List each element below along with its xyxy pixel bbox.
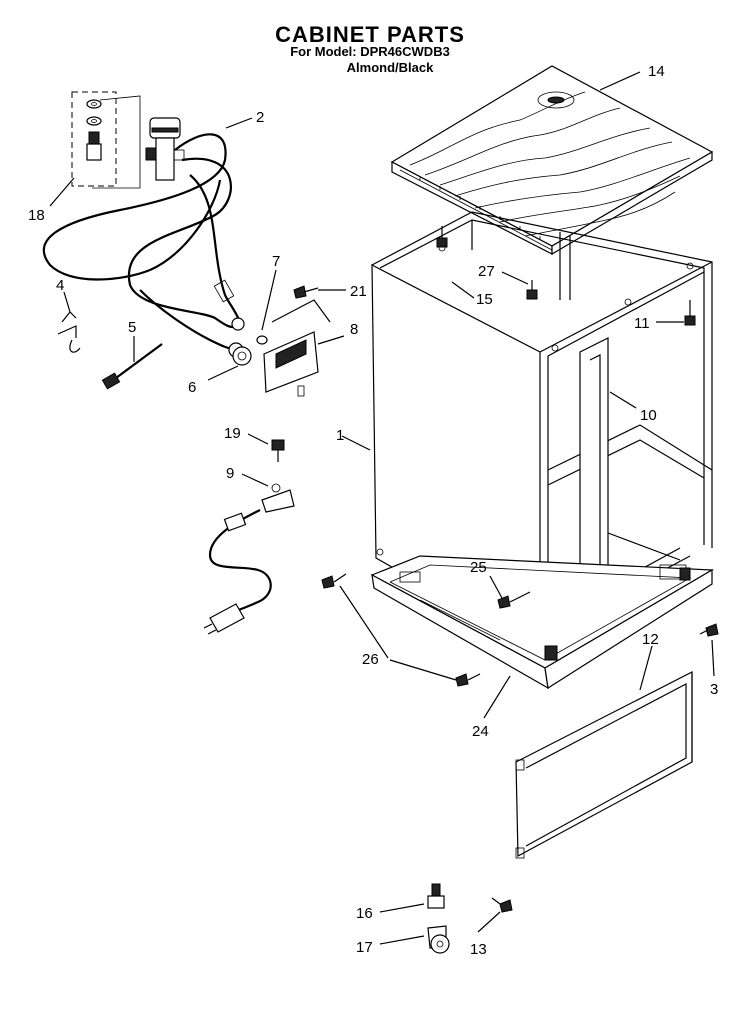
callout-21: 21 — [350, 283, 367, 300]
callout-12: 12 — [642, 631, 659, 648]
callout-14: 14 — [648, 63, 665, 80]
fill-hose-part — [42, 117, 245, 358]
cable-tie-part — [101, 343, 163, 390]
callout-27: 27 — [478, 263, 495, 280]
callout-4: 4 — [56, 277, 64, 294]
diagram-title: CABINET PARTS — [275, 22, 465, 47]
color-variant: Almond/Black — [346, 60, 434, 75]
callout-26: 26 — [362, 651, 379, 668]
nut-part — [232, 346, 252, 366]
clip-part — [57, 311, 81, 353]
fitting-kit-part — [71, 91, 141, 189]
screw-part — [271, 226, 719, 913]
callout-11: 11 — [634, 315, 650, 332]
callout-16: 16 — [356, 905, 373, 922]
base-part — [370, 555, 715, 690]
washer-part — [256, 335, 268, 345]
callout-3: 3 — [710, 681, 718, 698]
callout-8: 8 — [350, 321, 358, 338]
callout-7: 7 — [272, 253, 280, 270]
callout-13: 13 — [470, 941, 487, 958]
callout-18: 18 — [28, 207, 45, 224]
callout-labels: 1 2 3 4 5 6 7 8 9 10 11 12 13 14 15 16 1… — [28, 63, 718, 958]
callout-9: 9 — [226, 465, 234, 482]
callout-24: 24 — [472, 723, 489, 740]
leader-lines — [49, 71, 715, 945]
callout-1: 1 — [336, 427, 344, 444]
toe-panel-part — [515, 671, 693, 859]
callout-19: 19 — [224, 425, 241, 442]
callout-17: 17 — [356, 939, 373, 956]
callout-5: 5 — [128, 319, 136, 336]
power-cord-part — [203, 483, 295, 635]
model-number: For Model: DPR46CWDB3 — [290, 44, 450, 59]
countertop-part — [390, 65, 714, 256]
callout-25: 25 — [470, 559, 487, 576]
callout-6: 6 — [188, 379, 196, 396]
callout-10: 10 — [640, 407, 657, 424]
caster-stem-part — [427, 883, 445, 909]
callout-15: 15 — [476, 291, 493, 308]
callout-2: 2 — [256, 109, 264, 126]
caster-wheel-part — [427, 925, 450, 954]
mounting-panel-part — [263, 299, 331, 397]
cabinet-frame-part — [371, 211, 713, 657]
